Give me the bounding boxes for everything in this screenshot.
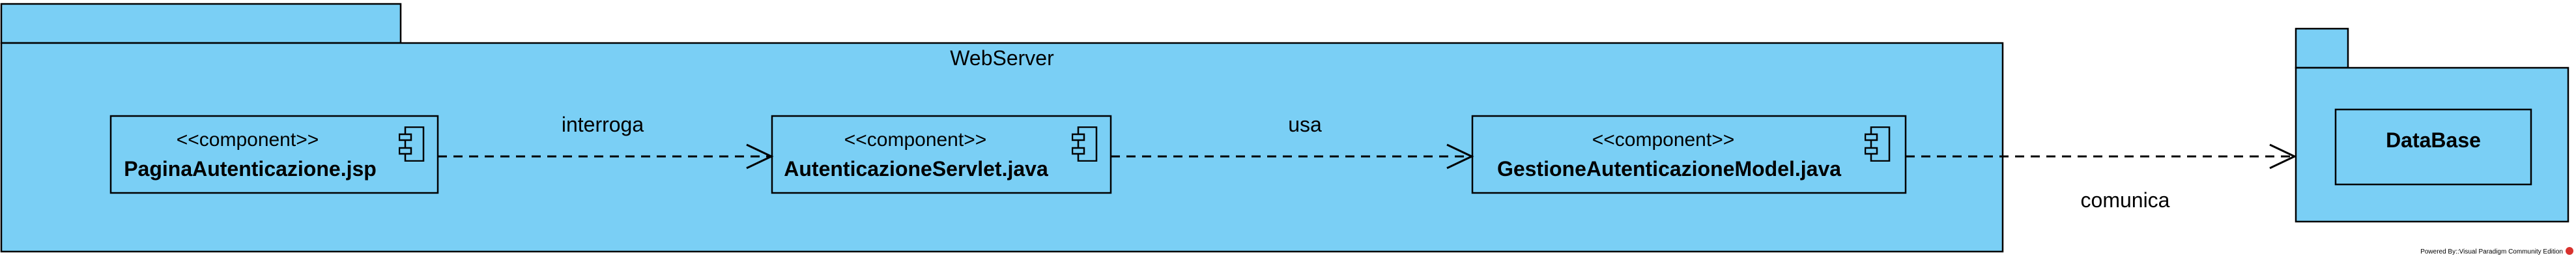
component-name: AutenticazioneServlet.java <box>784 157 1048 181</box>
component-database[interactable]: DataBase <box>2334 108 2532 186</box>
component-stereotype: <<component>> <box>1592 129 1735 151</box>
component-box <box>2334 108 2532 186</box>
relation-usa[interactable]: usa <box>1111 113 1474 169</box>
relation-label: comunica <box>2081 188 2170 212</box>
component-name: PaginaAutenticazione.jsp <box>124 157 377 181</box>
arrow-head-icon <box>1446 143 1474 169</box>
arrow-head-icon <box>2269 143 2297 169</box>
component-autenticazione-servlet[interactable]: <<component>> AutenticazioneServlet.java <box>771 115 1112 194</box>
relation-comunica[interactable]: comunica <box>1906 143 2297 212</box>
component-box <box>1471 115 1907 194</box>
webserver-package-tab <box>0 3 402 44</box>
relation-label: usa <box>1288 113 1322 136</box>
watermark: Powered By::Visual Paradigm Community Ed… <box>2420 247 2573 255</box>
component-gestione-autenticazione-model[interactable]: <<component>> GestioneAutenticazioneMode… <box>1471 115 1907 194</box>
database-package-tab <box>2295 27 2349 69</box>
relation-label: interroga <box>562 113 644 136</box>
component-name: GestioneAutenticazioneModel.java <box>1497 157 1841 181</box>
component-box <box>109 115 439 194</box>
arrow-head-icon <box>746 143 774 169</box>
component-stereotype: <<component>> <box>177 129 319 151</box>
component-pagina-autenticazione[interactable]: <<component>> PaginaAutenticazione.jsp <box>109 115 439 194</box>
component-name: DataBase <box>2386 128 2481 152</box>
webserver-package-name: WebServer <box>950 46 1054 70</box>
watermark-text: Powered By::Visual Paradigm Community Ed… <box>2420 248 2563 255</box>
relation-interroga[interactable]: interroga <box>438 113 774 169</box>
vp-logo-icon <box>2566 247 2573 255</box>
component-stereotype: <<component>> <box>844 129 987 151</box>
component-box <box>771 115 1112 194</box>
